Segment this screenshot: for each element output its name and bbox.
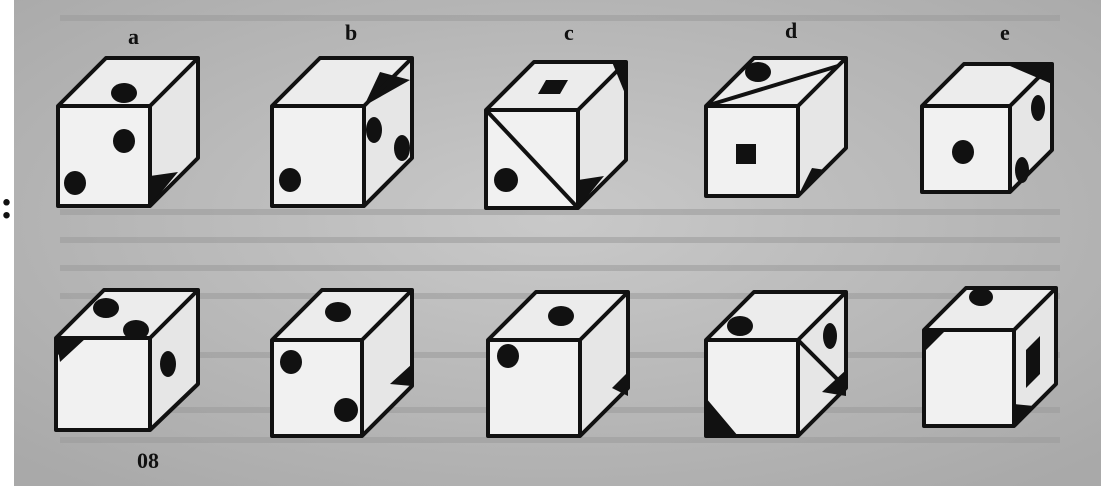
cube-top-d xyxy=(704,56,848,198)
dot-mark xyxy=(325,302,351,322)
row-marker: : xyxy=(0,182,13,227)
dot-mark xyxy=(1031,95,1045,121)
column-label-c: c xyxy=(564,20,574,45)
column-label-b: b xyxy=(345,20,357,45)
column-label-d: d xyxy=(785,18,797,43)
dot-mark xyxy=(727,316,753,336)
dot-mark xyxy=(394,135,410,161)
square-mark xyxy=(1026,336,1040,388)
dot-mark xyxy=(548,306,574,326)
cube-top-e xyxy=(920,62,1054,194)
column-label-a: a xyxy=(128,24,139,49)
dot-mark xyxy=(64,171,86,195)
square-mark xyxy=(736,144,756,164)
dot-mark xyxy=(952,140,974,164)
dot-mark xyxy=(279,168,301,192)
cube-bottom-b xyxy=(270,288,414,438)
corner-triangle-mark xyxy=(706,398,738,436)
cube-bottom-d xyxy=(704,290,848,438)
dot-mark xyxy=(497,344,519,368)
corner-triangle-mark xyxy=(1010,64,1052,84)
cube-top-b xyxy=(270,56,414,208)
square-mark xyxy=(538,80,568,94)
dot-mark xyxy=(93,298,119,318)
cube-top-a xyxy=(56,56,200,208)
dot-mark xyxy=(160,351,176,377)
cube-top-c xyxy=(484,60,628,210)
dot-mark xyxy=(745,62,771,82)
problem-number: 08 xyxy=(137,448,159,473)
dot-mark xyxy=(823,323,837,349)
corner-triangle-mark xyxy=(822,370,846,396)
white-margin xyxy=(0,0,14,486)
dot-mark xyxy=(113,129,135,153)
dot-mark xyxy=(494,168,518,192)
dot-mark xyxy=(123,320,149,340)
corner-triangle-mark xyxy=(56,338,86,362)
cube-bottom-a xyxy=(54,288,200,432)
corner-triangle-mark xyxy=(924,330,946,352)
dot-mark xyxy=(280,350,302,374)
cube-bottom-c xyxy=(486,290,630,438)
cube-bottom-e xyxy=(922,286,1058,428)
dot-mark xyxy=(366,117,382,143)
column-label-e: e xyxy=(1000,20,1010,45)
dot-mark xyxy=(334,398,358,422)
dot-mark xyxy=(969,288,993,306)
corner-triangle-mark xyxy=(390,364,412,386)
corner-triangle-mark xyxy=(364,72,410,106)
dot-mark xyxy=(111,83,137,103)
